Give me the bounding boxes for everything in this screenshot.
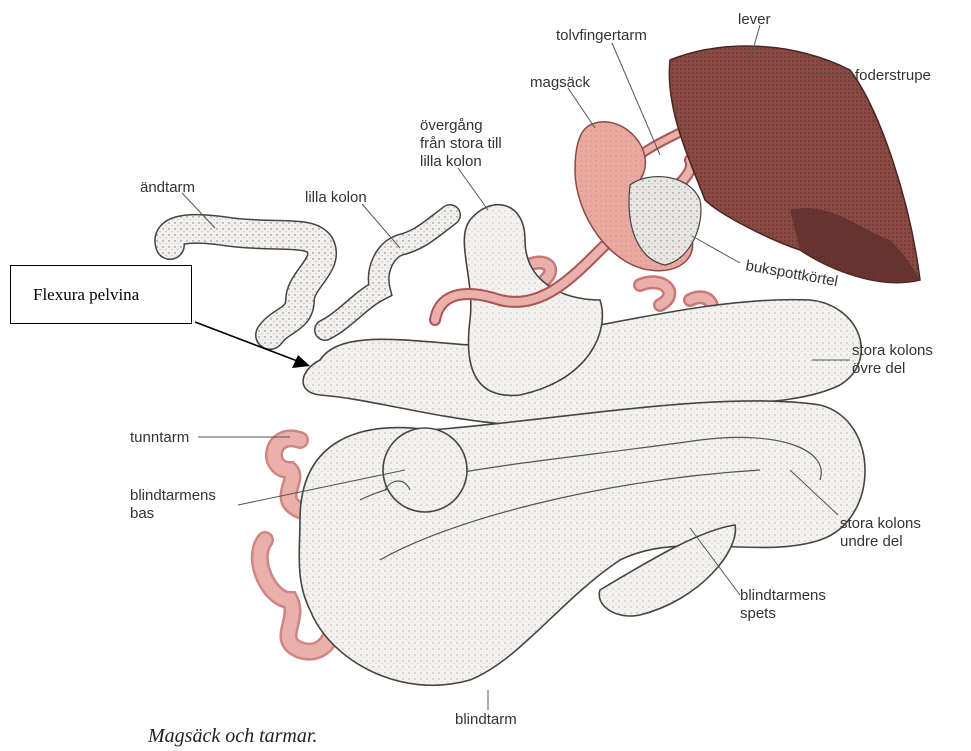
- rectum-and-small-colon: [169, 215, 450, 335]
- label-stora-kolons-ovre-2: övre del: [852, 360, 905, 377]
- label-blindtarmens-bas-1: blindtarmens: [130, 487, 216, 504]
- label-overgang-2: från stora till: [420, 135, 502, 152]
- label-tolvfingertarm: tolvfingertarm: [556, 27, 647, 44]
- label-blindtarmens-bas-2: bas: [130, 505, 154, 522]
- label-overgang-1: övergång: [420, 117, 483, 134]
- label-blindtarm: blindtarm: [455, 711, 517, 728]
- label-blindtarmens-spets-1: blindtarmens: [740, 587, 826, 604]
- label-lilla-kolon: lilla kolon: [305, 189, 367, 206]
- cecum-base: [383, 428, 467, 512]
- label-stora-kolons-undre-2: undre del: [840, 533, 903, 550]
- label-overgang-3: lilla kolon: [420, 153, 482, 170]
- label-foderstrupe: foderstrupe: [855, 67, 931, 84]
- label-tunntarm: tunntarm: [130, 429, 189, 446]
- label-stora-kolons-undre-1: stora kolons: [840, 515, 921, 532]
- label-lever: lever: [738, 11, 771, 28]
- figure-caption: Magsäck och tarmar.: [147, 725, 317, 747]
- callout-box: Flexura pelvina: [10, 265, 192, 324]
- label-magsack: magsäck: [530, 74, 591, 91]
- label-blindtarmens-spets-2: spets: [740, 605, 776, 622]
- callout-text: Flexura pelvina: [33, 285, 139, 305]
- label-andtarm: ändtarm: [140, 179, 195, 196]
- label-stora-kolons-ovre-1: stora kolons: [852, 342, 933, 359]
